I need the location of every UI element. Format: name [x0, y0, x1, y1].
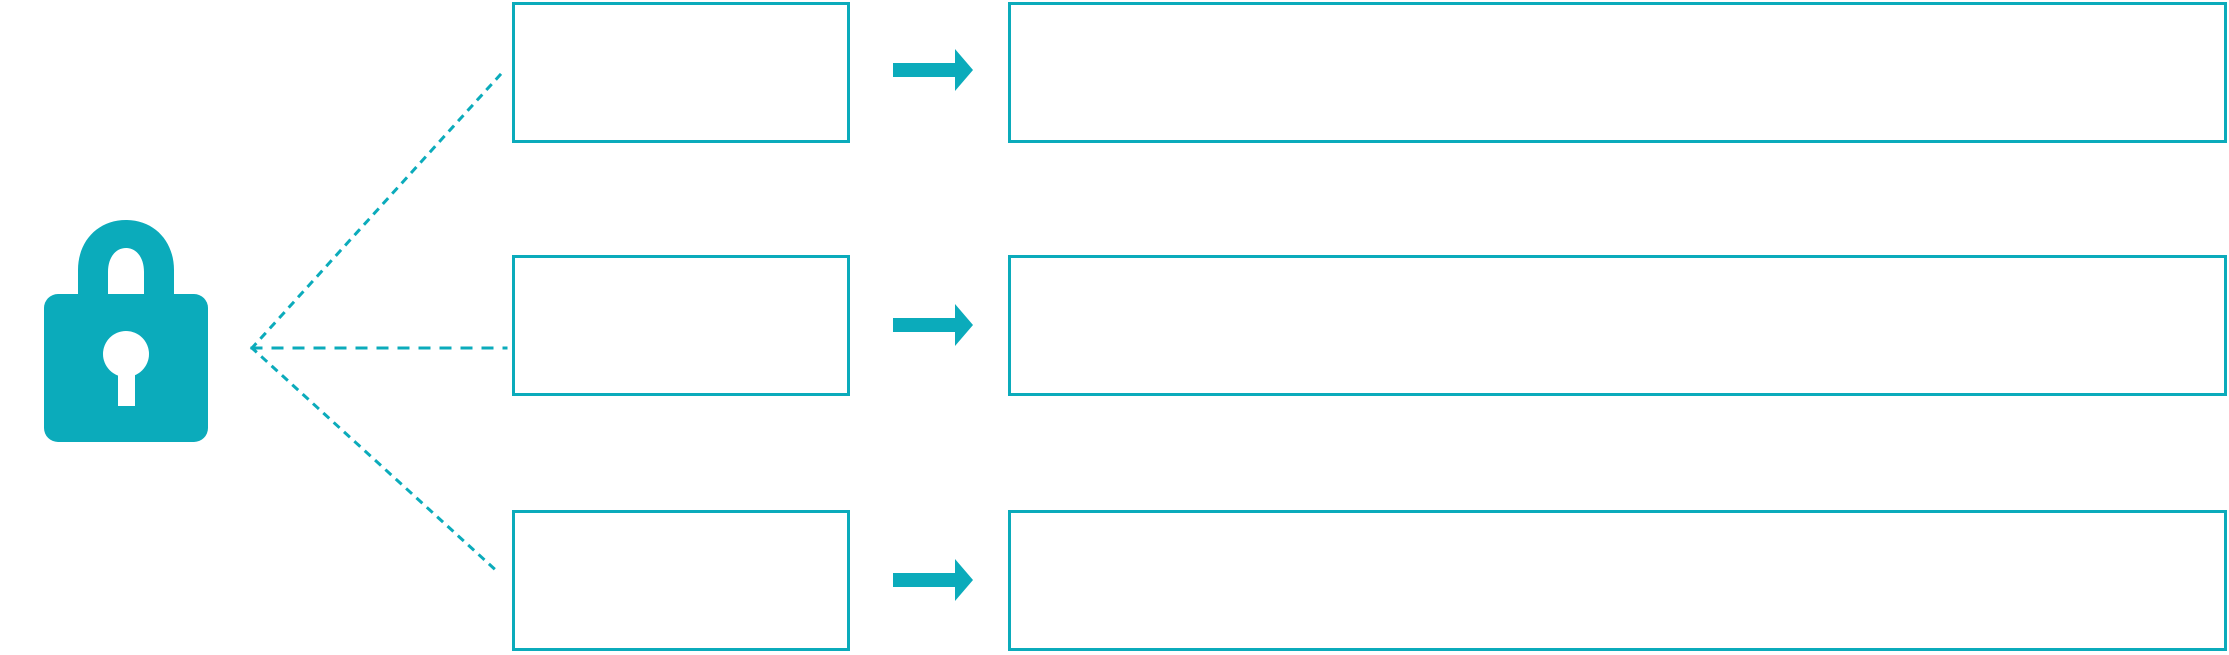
- arrow-right-icon: [893, 559, 973, 601]
- row-1-right-box-label: [1011, 5, 2224, 25]
- connector-to-row-1: [249, 72, 503, 351]
- arrow-right-icon: [893, 304, 973, 346]
- arrow-right-icon: [893, 49, 973, 91]
- row-1-arrow: [893, 47, 973, 93]
- row-2-left-box[interactable]: [512, 255, 850, 396]
- row-3-right-box[interactable]: [1008, 510, 2227, 651]
- row-3-right-box-label: [1011, 513, 2224, 533]
- connector-to-row-3: [249, 345, 503, 577]
- row-3-left-box-label: [515, 513, 847, 533]
- row-2-left-box-label: [515, 258, 847, 278]
- row-1-left-box[interactable]: [512, 2, 850, 143]
- lock-icon: [28, 210, 224, 450]
- row-1-right-box[interactable]: [1008, 2, 2227, 143]
- row-2-arrow: [893, 302, 973, 348]
- row-3-arrow: [893, 557, 973, 603]
- row-2-right-box[interactable]: [1008, 255, 2227, 396]
- row-2-right-box-label: [1011, 258, 2224, 278]
- row-3-left-box[interactable]: [512, 510, 850, 651]
- row-1-left-box-label: [515, 5, 847, 25]
